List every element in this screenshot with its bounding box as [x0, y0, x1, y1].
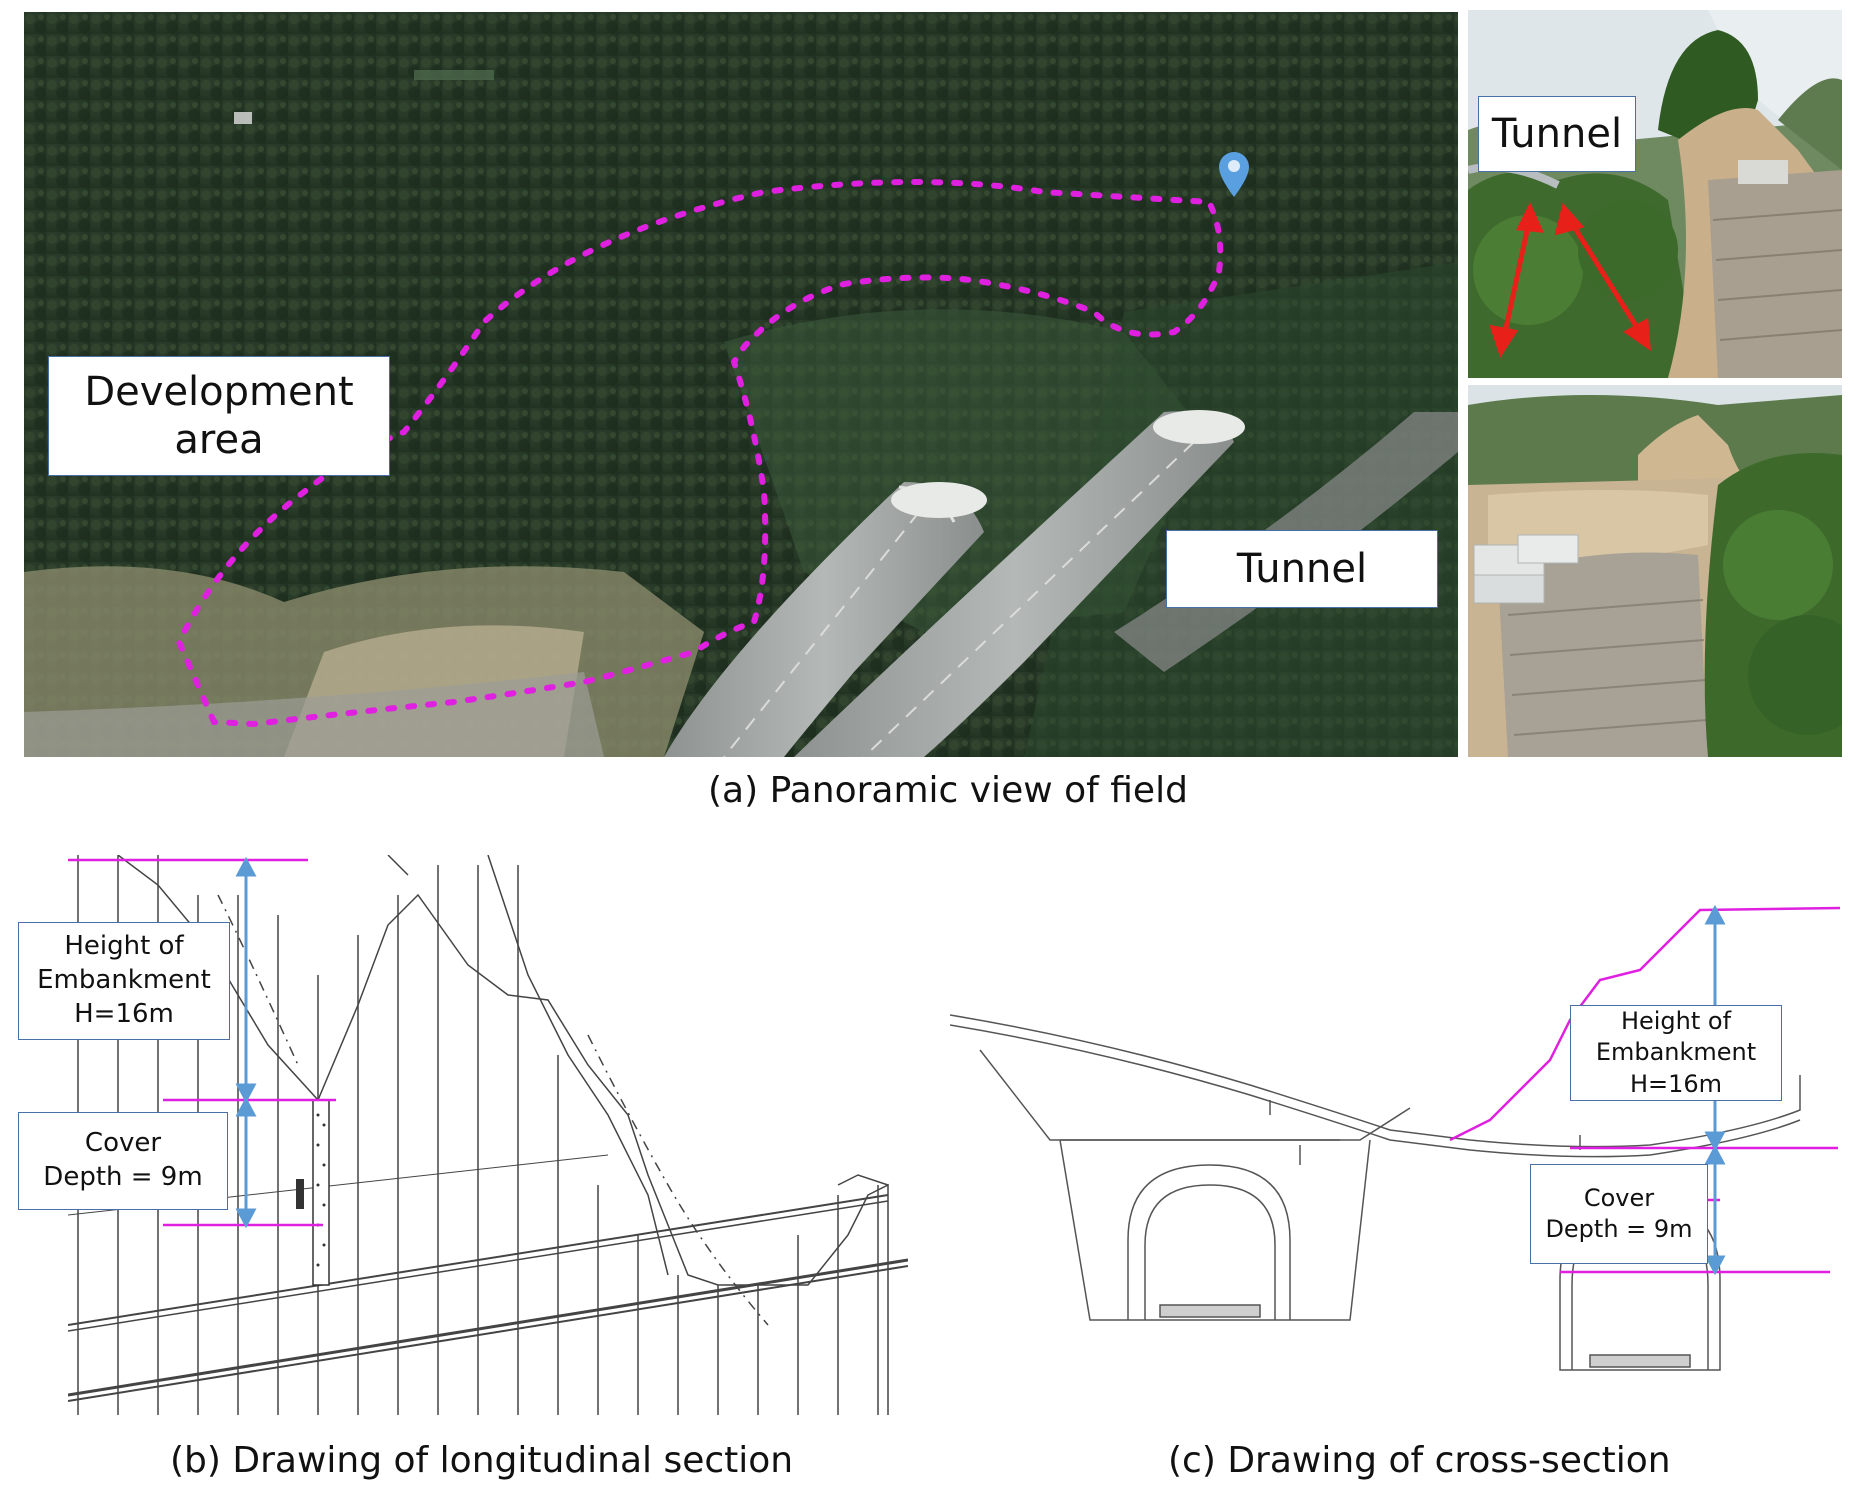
site-photo-bottom [1468, 385, 1842, 757]
site-photo-top [1468, 10, 1842, 378]
caption-panel-c: (c) Drawing of cross-section [1168, 1440, 1671, 1481]
caption-panel-c-text: (c) Drawing of cross-section [1168, 1440, 1671, 1481]
embankment-height-label-b: Height of Embankment H=16m [18, 922, 230, 1040]
cover-depth-label-c: Cover Depth = 9m [1530, 1164, 1708, 1264]
caption-panel-a: (a) Panoramic view of field [708, 770, 1188, 811]
development-area-text: Development area [84, 369, 354, 463]
caption-panel-b: (b) Drawing of longitudinal section [170, 1440, 793, 1481]
development-boundary [175, 179, 1224, 728]
embankment-height-label-c: Height of Embankment H=16m [1570, 1005, 1782, 1101]
cover-depth-text-b: Cover Depth = 9m [43, 1128, 203, 1192]
cover-depth-text-c: Cover Depth = 9m [1545, 1183, 1693, 1243]
caption-panel-b-text: (b) Drawing of longitudinal section [170, 1440, 794, 1481]
tunnel-label-photo-text: Tunnel [1491, 111, 1623, 157]
tunnel-label-aerial-text: Tunnel [1236, 546, 1368, 592]
embankment-height-text-c: Height of Embankment H=16m [1595, 1007, 1757, 1098]
development-area-label: Development area [48, 356, 390, 476]
tunnel-label-aerial: Tunnel [1166, 530, 1438, 608]
caption-panel-a-text: (a) Panoramic view of field [708, 770, 1188, 811]
aerial-photo [24, 12, 1458, 757]
tunnel-direction-arrows [1489, 202, 1651, 358]
tunnel-label-photo: Tunnel [1478, 96, 1636, 172]
embankment-height-text-b: Height of Embankment H=16m [37, 931, 211, 1029]
cover-depth-label-b: Cover Depth = 9m [18, 1112, 228, 1210]
dimension-arrows-b [235, 856, 257, 1229]
cross-section-drawing [950, 900, 1840, 1420]
map-pin-icon [1219, 152, 1249, 197]
